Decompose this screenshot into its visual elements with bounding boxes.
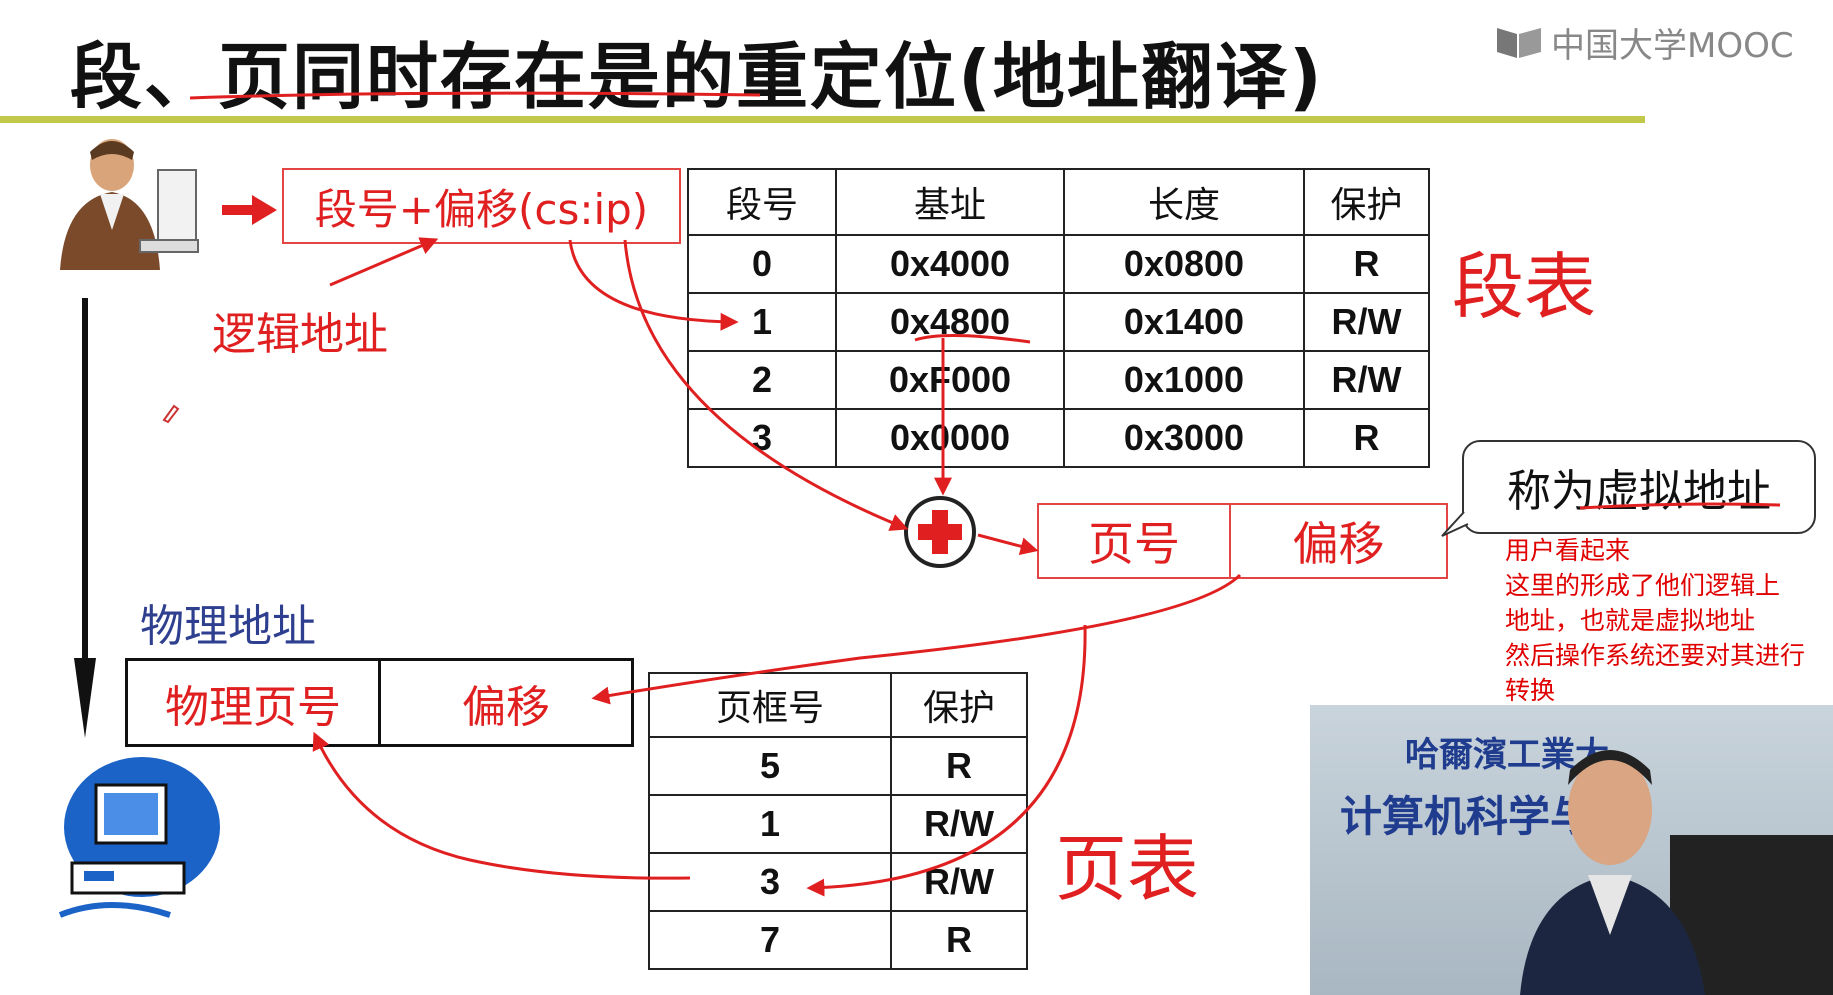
slide-title: 段、页同时存在是的重定位(地址翻译)	[70, 35, 1324, 119]
page-cell: R	[890, 736, 1028, 796]
page-cell: R	[890, 910, 1028, 970]
lecturer-figure	[1520, 750, 1833, 995]
title-underline	[0, 116, 1645, 123]
segment-cell: 2	[687, 350, 837, 410]
segment-table-label: 段表	[1452, 245, 1597, 329]
segment-cell: 0x0000	[834, 408, 1066, 468]
mooc-logo-icon	[1497, 28, 1541, 58]
segment-cell: 0xF000	[834, 350, 1066, 410]
page-cell: 5	[648, 736, 892, 796]
table-row: 1 0x4800 0x1400 R/W	[687, 292, 1431, 352]
logical-address-label: 逻辑地址	[212, 309, 388, 360]
segment-table-header: 段号	[687, 168, 837, 236]
segment-table-header: 基址	[834, 168, 1066, 236]
segment-cell: 0x0800	[1063, 234, 1305, 294]
page-table-header: 保护	[890, 672, 1028, 738]
note-line: 转换	[1505, 676, 1556, 705]
segment-cell: 0x4000	[834, 234, 1066, 294]
segment-cell: R	[1302, 408, 1431, 468]
table-row: 7 R	[648, 910, 1028, 970]
segment-table: 段号 基址 长度 保护 0 0x4000 0x0800 R 1 0x4800 0…	[687, 168, 1431, 468]
page-table-header: 页框号	[648, 672, 892, 738]
table-row: 5 R	[648, 736, 1028, 796]
table-row: 1 R/W	[648, 794, 1028, 854]
segment-cell: 0x1000	[1063, 350, 1305, 410]
virtual-address-box: 页号 偏移	[1037, 503, 1448, 579]
user-at-computer-icon	[60, 139, 199, 270]
segment-table-header: 长度	[1063, 168, 1305, 236]
table-row: 0 0x4000 0x0800 R	[687, 234, 1431, 294]
mooc-logo: 中国大学MOOC	[1495, 22, 1794, 66]
down-arrow-icon	[74, 298, 96, 738]
physical-address-label: 物理地址	[140, 601, 316, 652]
virtual-address-bubble: 称为虚拟地址	[1462, 440, 1816, 534]
segment-cell: 0	[687, 234, 837, 294]
segment-cell: 1	[687, 292, 837, 352]
segment-cell: 0x1400	[1063, 292, 1305, 352]
page-table: 页框号 保护 5 R 1 R/W 3 R/W 7 R	[648, 672, 1028, 970]
physical-page-number: 物理页号	[128, 661, 381, 744]
page-cell: 1	[648, 794, 892, 854]
note-line: 用户看起来	[1505, 536, 1631, 565]
logical-address-box: 段号+偏移(cs:ip)	[282, 168, 681, 244]
page-table-label: 页表	[1055, 827, 1200, 911]
segment-cell: 0x3000	[1063, 408, 1305, 468]
table-row: 2 0xF000 0x1000 R/W	[687, 350, 1431, 410]
right-arrow-icon	[222, 195, 277, 225]
lecturer-video: 哈爾濱工業大 计算机科学与技	[1310, 705, 1833, 995]
segment-cell: R/W	[1302, 350, 1431, 410]
physical-offset: 偏移	[462, 681, 550, 733]
page-cell: 7	[648, 910, 892, 970]
page-cell: 3	[648, 852, 892, 912]
page-cell: R/W	[890, 852, 1028, 912]
segment-table-header: 保护	[1302, 168, 1431, 236]
segment-cell: 3	[687, 408, 837, 468]
note-line: 这里的形成了他们逻辑上	[1505, 571, 1781, 600]
annotation-notes: 用户看起来 这里的形成了他们逻辑上 地址，也就是虚拟地址 然后操作系统还要对其进…	[1505, 533, 1825, 708]
physical-address-box: 物理页号 偏移	[125, 658, 634, 747]
table-row: 3 R/W	[648, 852, 1028, 912]
note-line: 然后操作系统还要对其进行	[1505, 641, 1806, 670]
note-line: 地址，也就是虚拟地址	[1505, 606, 1756, 635]
segment-cell: R	[1302, 234, 1431, 294]
virtual-page-number: 页号	[1039, 505, 1231, 577]
page-cell: R/W	[890, 794, 1028, 854]
virtual-offset: 偏移	[1292, 517, 1385, 571]
bubble-tail	[1441, 511, 1469, 537]
pen-icon	[162, 404, 180, 424]
computer-icon	[58, 757, 220, 918]
segment-cell: R/W	[1302, 292, 1431, 352]
segment-cell: 0x4800	[834, 292, 1066, 352]
plus-circle-icon	[904, 496, 976, 568]
mooc-logo-text: 中国大学MOOC	[1551, 25, 1794, 66]
table-row: 3 0x0000 0x3000 R	[687, 408, 1431, 468]
